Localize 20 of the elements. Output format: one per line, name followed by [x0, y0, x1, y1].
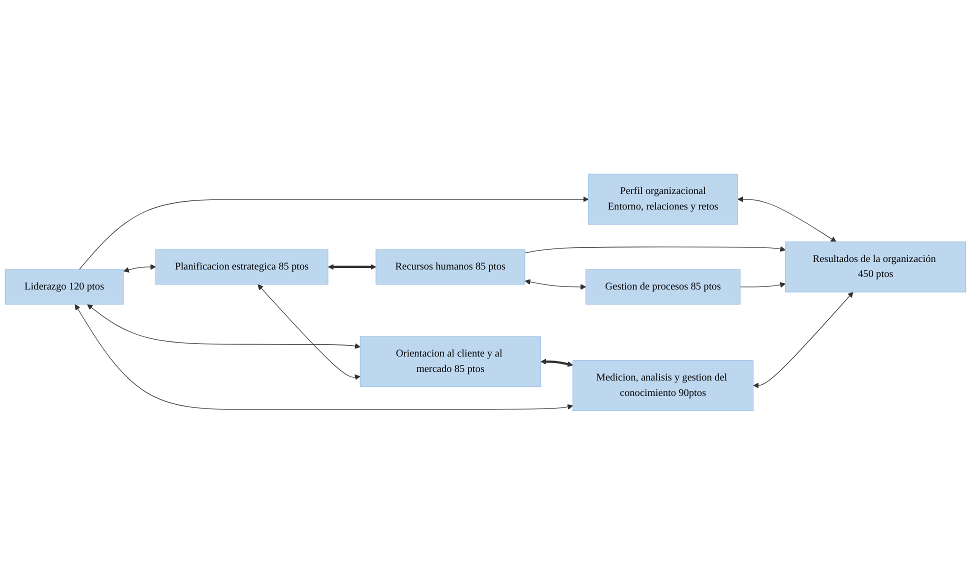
node-box: Orientacion al cliente y al mercado 85 ptos	[360, 336, 541, 387]
arrow	[258, 284, 360, 380]
node-box: Planificacion estrategica 85 ptos	[155, 248, 328, 284]
arrow	[524, 246, 786, 253]
node-box: Perfil organizacional Entorno, relaciones y retos	[588, 173, 738, 224]
arrow	[123, 264, 156, 272]
arrow	[738, 196, 836, 242]
node-box: Recursos humanos 85 ptos	[376, 248, 526, 284]
arrow	[740, 282, 786, 288]
arrow	[74, 304, 574, 410]
node-box: Gestion de procesos 85 ptos	[586, 268, 740, 304]
arrow	[524, 278, 586, 290]
node-box: Resultados de la organización 450 ptos	[785, 241, 966, 292]
node-box: Liderazgo 120 ptos	[4, 268, 124, 304]
node-box: Medicion, analisis y gestion del conocimiento 90ptos	[572, 360, 754, 411]
arrow	[87, 304, 360, 348]
arrow	[753, 291, 854, 388]
arrow	[328, 264, 376, 270]
arrow	[78, 196, 589, 270]
arrow	[540, 358, 574, 366]
